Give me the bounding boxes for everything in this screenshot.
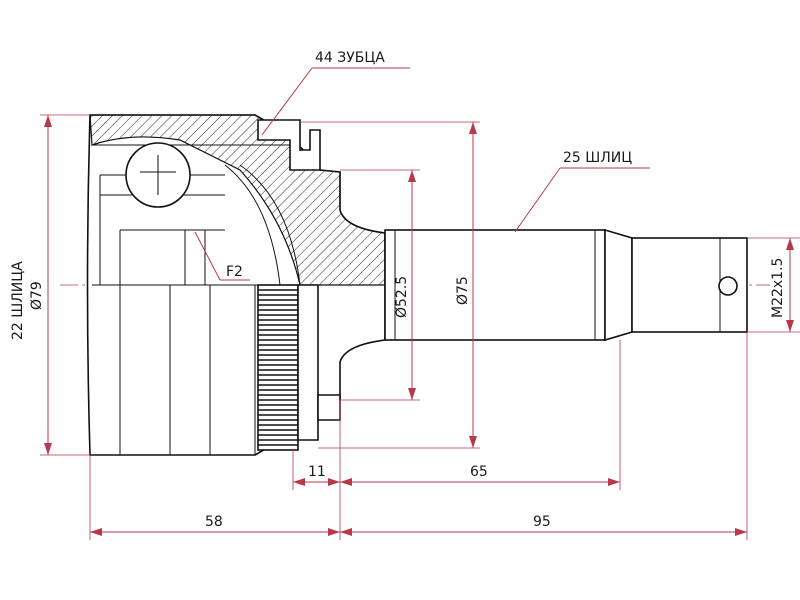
label-44-teeth: 44 ЗУБЦА (315, 50, 385, 66)
dim-65 (340, 478, 620, 486)
leader-teeth (261, 67, 410, 136)
dim-11 (293, 478, 340, 486)
dim-d52-5 (408, 170, 416, 400)
dim-m22 (786, 238, 794, 332)
stub-shaft (384, 228, 748, 342)
label-dim-95: 95 (533, 514, 551, 530)
label-dim-58: 58 (205, 514, 223, 530)
dust-seal (257, 119, 341, 441)
dim-58 (90, 528, 340, 536)
label-22-splines: 22 ШЛИЦА (10, 261, 26, 340)
label-thread: M22x1.5 (770, 258, 786, 318)
label-25-splines: 25 ШЛИЦ (563, 150, 632, 166)
abs-ring (257, 284, 299, 451)
label-dim-11: 11 (308, 464, 326, 480)
cotter-pin-hole (718, 276, 738, 296)
leader-25-splines (514, 167, 650, 233)
leader-f2 (194, 231, 250, 281)
label-d52-5: Ø52.5 (394, 276, 410, 318)
label-d75: Ø75 (455, 276, 471, 305)
label-d79: Ø79 (29, 281, 45, 310)
label-f2: F2 (226, 264, 243, 280)
dim-95 (340, 528, 747, 536)
label-dim-65: 65 (470, 464, 488, 480)
dim-d79 (44, 115, 52, 455)
dim-d75 (469, 122, 477, 448)
